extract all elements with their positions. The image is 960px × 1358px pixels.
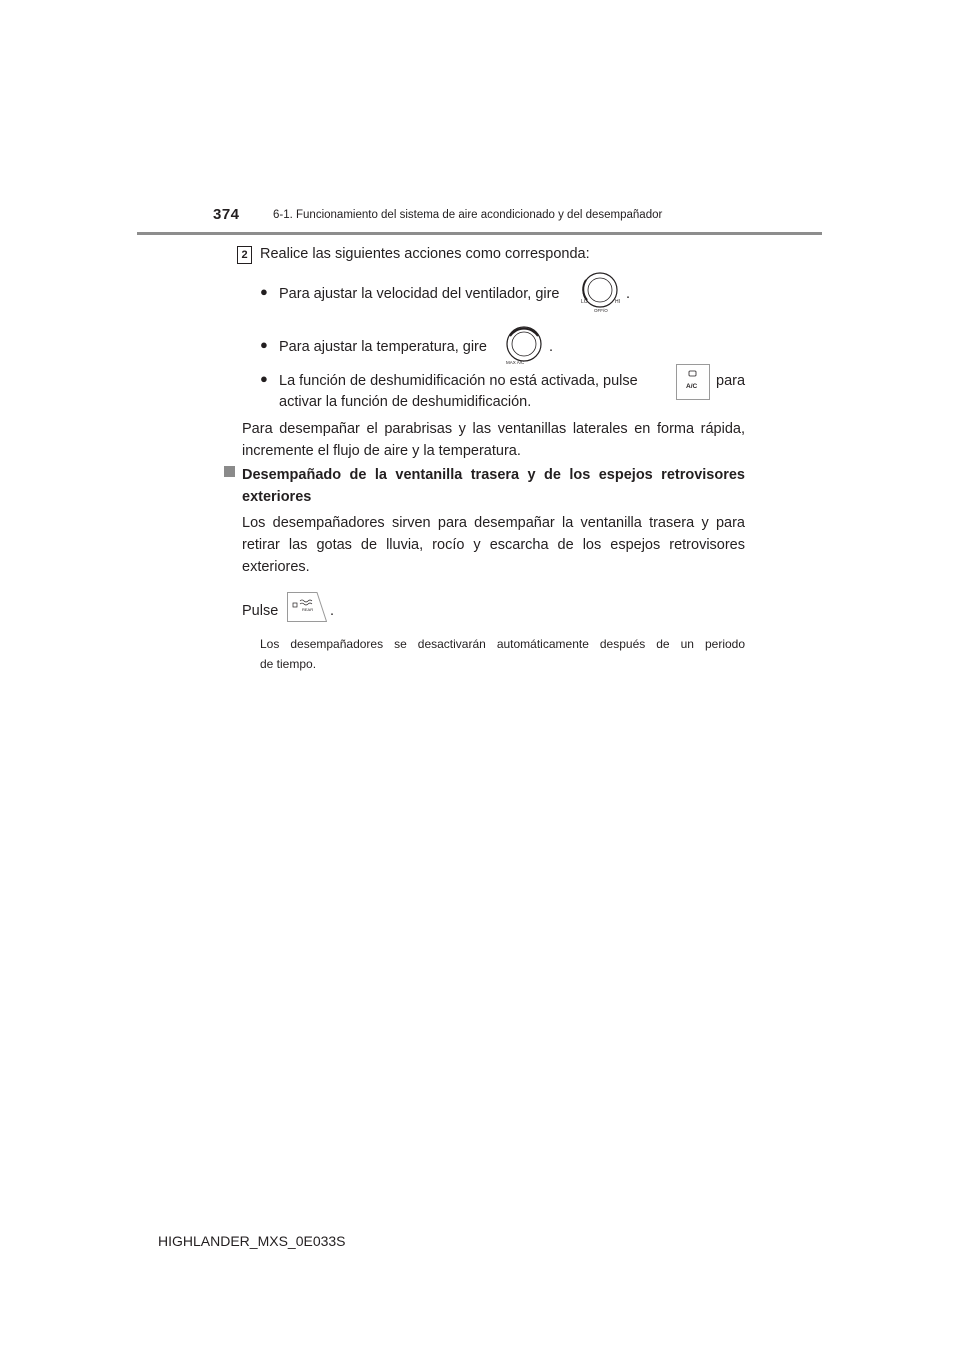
ac-button-label: A/C bbox=[686, 383, 698, 390]
step-number-badge: 2 bbox=[237, 246, 252, 264]
section-title: 6-1. Funcionamiento del sistema de aire … bbox=[273, 209, 663, 221]
fan-speed-knob-icon: LO HI OFF/O bbox=[581, 272, 620, 313]
section-heading-line1: Desempañado de la ventanilla trasera y d… bbox=[242, 467, 745, 483]
step-intro: Realice las siguientes acciones como cor… bbox=[260, 246, 590, 262]
temp-knob-max-label: MAX A/C bbox=[506, 360, 525, 365]
bullet-icon: ● bbox=[260, 337, 268, 352]
defog-paragraph-line1: Para desempañar el parabrisas y las vent… bbox=[242, 421, 745, 437]
bullet-ac-line2: activar la función de deshumidificación. bbox=[279, 394, 532, 410]
bullet-icon: ● bbox=[260, 284, 268, 299]
bullet-ac-text: La función de deshumidificación no está … bbox=[279, 373, 638, 389]
defog-paragraph-line2: incremente el flujo de aire y la tempera… bbox=[242, 443, 521, 459]
section-square-icon bbox=[224, 466, 235, 477]
document-id: HIGHLANDER_MXS_0E033S bbox=[158, 1233, 346, 1249]
page-number: 374 bbox=[213, 206, 240, 223]
bullet-fan-text: Para ajustar la velocidad del ventilador… bbox=[279, 286, 560, 302]
bullet-icon: ● bbox=[260, 371, 268, 386]
header-divider bbox=[137, 232, 822, 235]
fan-knob-lo-label: LO bbox=[581, 299, 588, 305]
section-paragraph-line1: Los desempañadores sirven para desempaña… bbox=[242, 515, 745, 531]
pulse-text: Pulse bbox=[242, 603, 279, 619]
section-paragraph-line2: retirar las gotas de lluvia, rocío y esc… bbox=[242, 537, 745, 553]
bullet-temp-text: Para ajustar la temperatura, gire bbox=[279, 339, 487, 355]
rear-button-label: REAR bbox=[302, 607, 313, 612]
bullet-ac-para: para bbox=[716, 373, 746, 389]
note-line1: Los desempañadores se desactivarán autom… bbox=[260, 637, 745, 651]
note-line2: de tiempo. bbox=[260, 657, 317, 671]
section-paragraph-line3: exteriores. bbox=[242, 559, 310, 575]
section-heading-line2: exteriores bbox=[242, 489, 312, 505]
temperature-knob-icon: MAX A/C bbox=[506, 326, 542, 365]
pulse-tail: . bbox=[330, 603, 335, 619]
fan-knob-off-label: OFF/O bbox=[594, 308, 608, 313]
fan-knob-hi-label: HI bbox=[615, 299, 620, 305]
bullet-fan-tail: . bbox=[626, 286, 631, 302]
rear-defogger-button-icon: REAR bbox=[287, 592, 327, 622]
ac-button-icon: A/C bbox=[676, 364, 710, 400]
bullet-temp-tail: . bbox=[549, 339, 554, 355]
